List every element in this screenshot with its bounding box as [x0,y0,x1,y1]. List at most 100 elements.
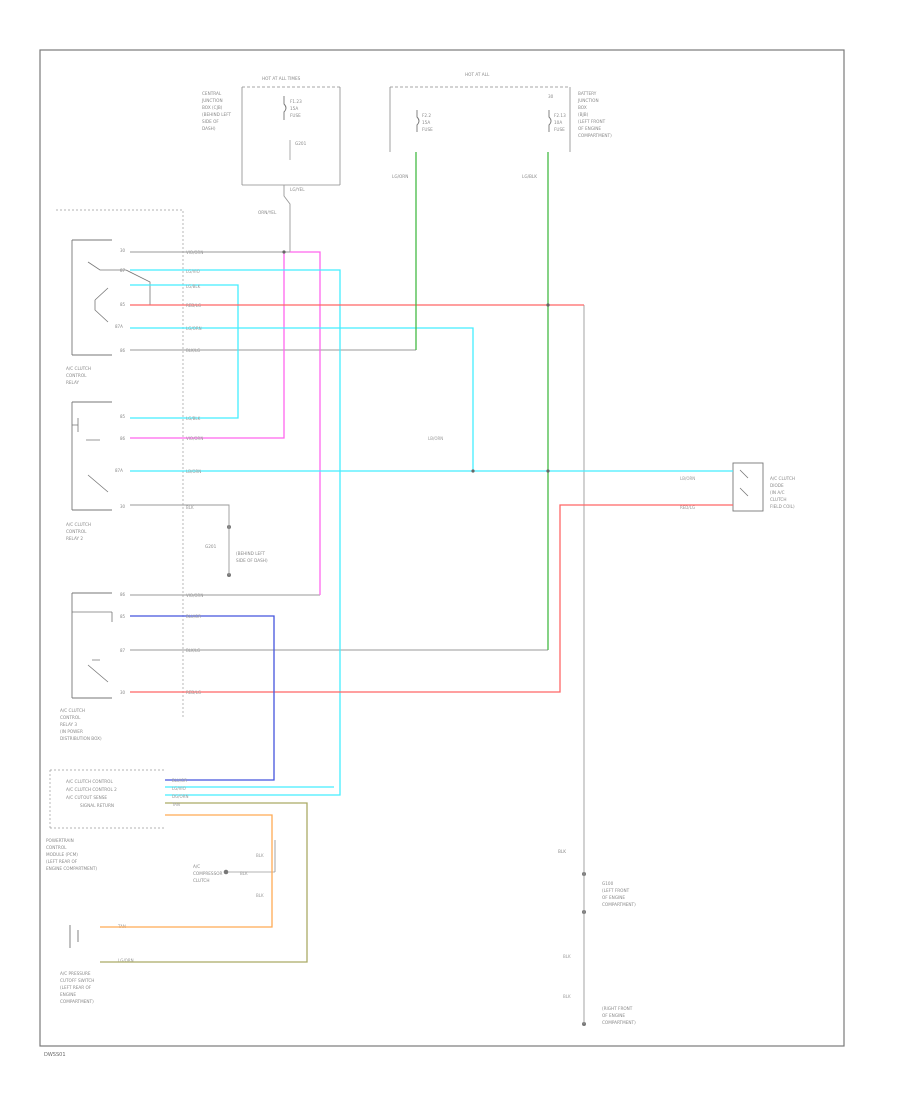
relay-1: 30 87 85 87A 86 A/C CLUTCH CONTROL RELAY [66,239,151,385]
pcm-name-2: MODULE (PCM) [46,852,78,857]
pcm-line-1: A/C CLUTCH CONTROL 2 [66,787,117,792]
wire-labels: VIO/ORN LG/VIO LG/BLK RED/LG LG/ORN BLK/… [171,250,443,807]
cjb-extra: G201 [295,141,307,146]
cjb-connector: LG/YEL [290,187,305,192]
bjb-line-0: BATTERY [578,91,597,96]
g100-name-2: OF ENGINE [602,895,625,900]
bjb-line-2: BOX [578,105,587,110]
wl-10: LB/ORN [428,436,443,441]
bjb-wire-a: LG/ORN [392,174,408,179]
cjb-line-5: DASH) [202,126,216,131]
wl-6: BLK/LG [186,348,200,353]
relay1-pin-d: 87A [115,324,123,329]
relay2-pin-c: 87A [115,468,123,473]
relay-2: 85 86 87A 30 A/C CLUTCH CONTROL RELAY 2 [66,401,126,541]
bjb-fuse-b-0: F2.13 [554,113,566,118]
bjb-fuse-b-icon [548,110,552,132]
cjb-line-4: SIDE OF [202,119,219,124]
wl-9: LB/ORN [186,469,201,474]
right-comp-name-3: CLUTCH [770,497,787,502]
relay1-pin-e: 86 [120,348,126,353]
relay3-pin-d: 30 [120,690,126,695]
g201-name-2: SIDE OF DASH) [236,558,268,563]
ac-clutch-name-2: CLUTCH [193,878,210,883]
wl-1: VIO/ORN [186,250,203,255]
cjb-box: HOT AT ALL TIMES CENTRAL JUNCTION BOX (C… [201,76,341,215]
right-component: A/C CLUTCH DIODE (IN A/C CLUTCH FIELD CO… [680,462,795,512]
bjb-title: HOT AT ALL [465,72,490,77]
orange-wire [100,814,273,928]
wl-7: LG/BLK [186,416,201,421]
bjb-fuse-a-1: 15A [422,120,430,125]
diagram-frame [39,49,845,1047]
wl-8: VIO/ORN [186,436,203,441]
wl-3: LG/BLK [186,284,201,289]
relay3-name-4: DISTRIBUTION BOX) [60,736,102,741]
pswitch-name-1: CUTOFF SWITCH [60,978,94,983]
relay1-pin-a: 30 [120,248,126,253]
g201-name-1: (BEHIND LEFT [236,551,266,556]
cjb-line-3: (BEHIND LEFT [202,112,232,117]
relay1-pin-c: 85 [120,302,126,307]
gnd-label-0: BLK [558,849,566,854]
spare-name-2: COMPARTMENT) [602,1020,636,1025]
bjb-fuse-a-0: F2.2 [422,113,431,118]
right-comp-name-4: FIELD COIL) [770,504,795,509]
bjb-wire-b: LG/BLK [522,174,537,179]
relay2-pin-b: 86 [120,436,126,441]
red-wires [130,304,733,693]
wl-2: LG/VIO [186,269,200,274]
relay3-pin-c: 87 [120,648,126,653]
clutch-wire-b: BLK [240,871,248,876]
cjb-line-2: BOX (CJB) [202,105,223,110]
cjb-title: HOT AT ALL TIMES [262,76,301,81]
pcm-name-1: CONTROL [46,845,67,850]
relay1-pin-b: 87 [120,268,126,273]
relay-column-divider [56,209,184,718]
relay3-name-0: A/C CLUTCH [60,708,85,713]
g201-name-0: G201 [205,544,217,549]
wl-18: TAN [171,802,180,807]
clutch-wire-a: BLK [256,853,264,858]
relay3-name-1: CONTROL [60,715,81,720]
relay3-name-2: RELAY 3 [60,722,77,727]
ac-clutch-name-1: COMPRESSOR [193,871,223,876]
wl-14: RED/LG [186,690,201,695]
relay2-name-1: CONTROL [66,529,87,534]
bjb-line-5: OF ENGINE [578,126,601,131]
wl-17: DG/ORN [172,794,188,799]
ac-clutch-name-0: A/C [193,864,200,869]
relay1-name-2: RELAY [66,380,80,385]
pcm-name-4: ENGINE COMPARTMENT) [46,866,97,871]
pcm-name-0: POWERTRAIN [46,838,74,843]
footer-code: DWSS01 [44,1052,66,1058]
relay1-name-0: A/C CLUTCH [66,366,91,371]
cjb-fuse-1: 15A [290,106,298,111]
bjb-line-1: JUNCTION [577,98,599,103]
pcm: A/C CLUTCH CONTROL A/C CLUTCH CONTROL 2 … [46,769,165,871]
pswitch-name-4: COMPARTMENT) [60,999,94,1004]
cjb-line-0: CENTRAL [202,91,222,96]
relay2-pin-d: 30 [120,504,126,509]
ac-clutch: A/C COMPRESSOR CLUTCH BLK BLK BLK [193,853,275,898]
relay3-name-3: (IN POWER [60,729,83,734]
wl-5: LG/ORN [186,326,202,331]
bjb-pins: 30 [548,94,554,99]
gray-wires [130,185,585,1024]
cjb-wire-label: ORN/YEL [258,210,277,215]
pink-wires [130,251,321,595]
relay2-name-2: RELAY 2 [66,536,83,541]
pswitch-name-3: ENGINE [60,992,76,997]
gnd-wire-a: BLK [563,954,571,959]
gnd-wire-b: BLK [563,994,571,999]
pressure-switch: A/C PRESSURE CUTOFF SWITCH (LEFT REAR OF… [60,924,134,1004]
cyan-wires [130,269,733,796]
wl-15: BLU/OR [172,778,187,783]
pcm-line-0: A/C CLUTCH CONTROL [66,779,113,784]
ground-column: BLK G100 (LEFT FRONT OF ENGINE COMPARTME… [558,849,636,1026]
bjb-fuse-a-icon [416,110,420,132]
olive-wire [100,802,308,963]
wl-11: VIO/ORN [186,593,203,598]
pcm-line-2: A/C CUTOUT SENSE [66,795,107,800]
